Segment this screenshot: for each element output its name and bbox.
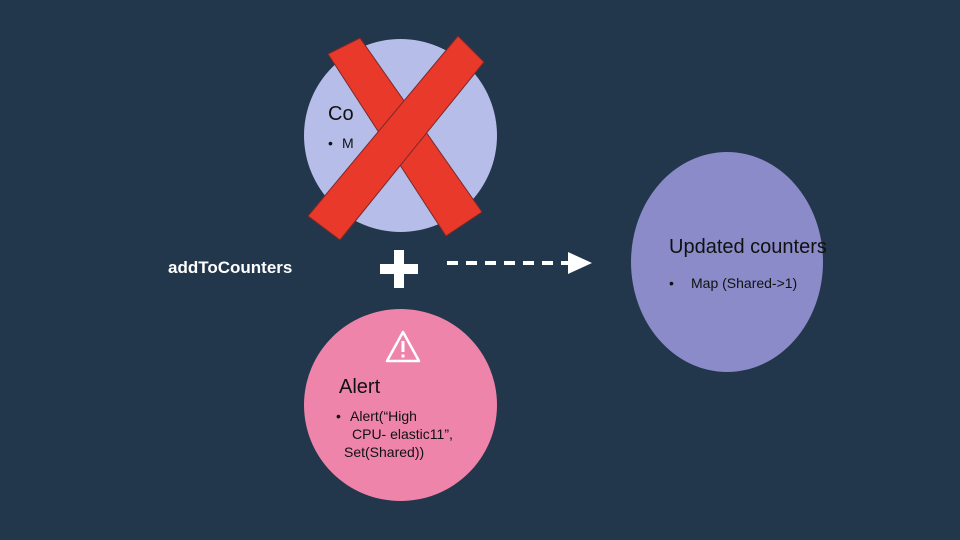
- updated-counters-title: Updated counters: [669, 236, 827, 258]
- bullet-dot: •: [336, 408, 341, 424]
- alert-bullet-line: CPU- elastic11”,: [352, 426, 453, 442]
- old-counters-bullet-text: M: [342, 135, 354, 151]
- function-label: addToCounters: [168, 258, 293, 277]
- old-counters-title: Co: [328, 103, 354, 125]
- alert-bullet-line: Alert(“High: [350, 408, 417, 424]
- alert-bullet: • Alert(“High CPU- elastic11”, Set(Share…: [336, 407, 453, 461]
- alert-bullet-line: Set(Shared)): [344, 444, 425, 460]
- old-counters-bullet: • M: [328, 134, 354, 152]
- updated-counters-bullet: • Map (Shared->1): [669, 274, 798, 292]
- plus-icon: [380, 250, 418, 288]
- bullet-dot: •: [669, 275, 674, 291]
- alert-title: Alert: [339, 376, 381, 398]
- dashed-arrow-icon: [447, 252, 592, 274]
- warning-icon: [385, 330, 421, 363]
- updated-counters-circle: Updated counters • Map (Shared->1): [631, 152, 827, 372]
- cross-out-icon: [307, 35, 485, 241]
- updated-counters-bullet-text: Map (Shared->1): [691, 275, 798, 291]
- bullet-dot: •: [328, 135, 333, 151]
- alert-circle: Alert • Alert(“High CPU- elastic11”, Set…: [304, 309, 497, 501]
